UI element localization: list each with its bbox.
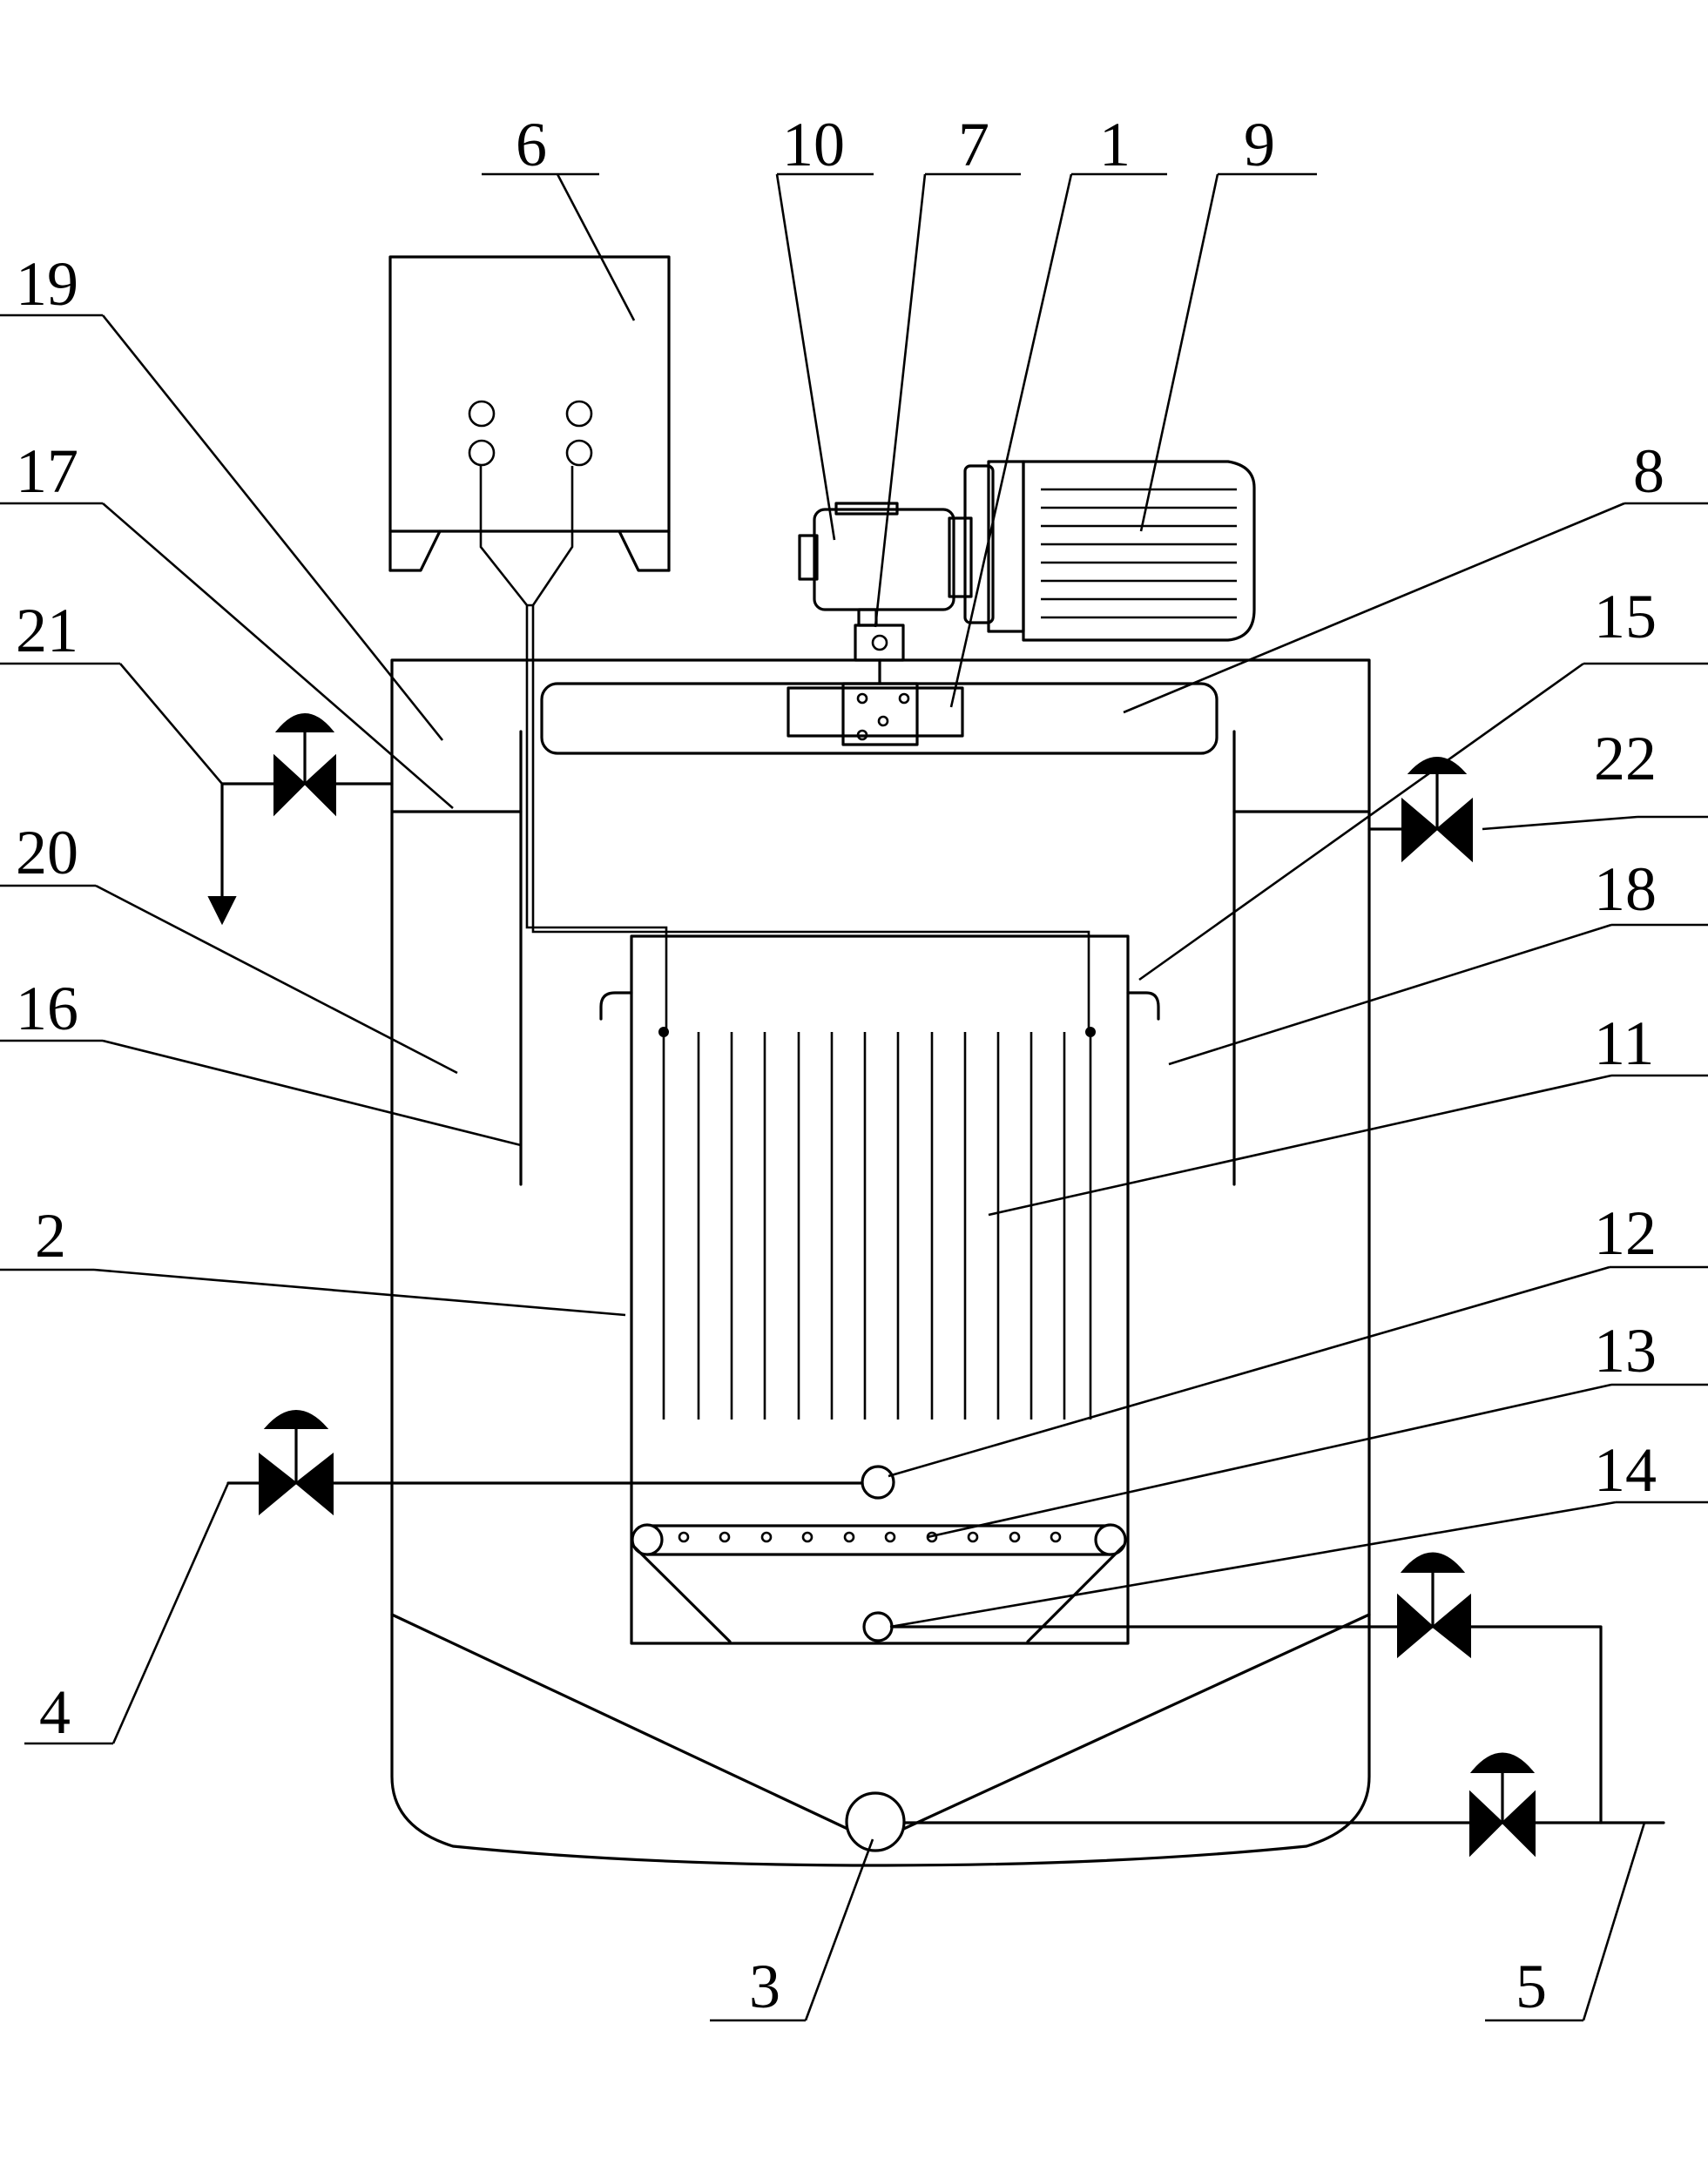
power-leads — [479, 466, 1090, 1032]
label-12: 12 — [1594, 1198, 1657, 1268]
label-14: 14 — [1594, 1435, 1657, 1505]
label-19: 19 — [16, 249, 78, 319]
leader-lines — [0, 172, 1708, 2022]
label-3: 3 — [749, 1952, 780, 2021]
electrode-plates — [658, 1027, 1096, 1420]
label-8: 8 — [1633, 436, 1664, 506]
hook-right — [1126, 991, 1160, 1021]
inner-basket — [630, 934, 1130, 1645]
overflow-valve-left — [207, 713, 394, 926]
shaft-coupling — [854, 608, 905, 685]
label-1: 1 — [1099, 110, 1131, 179]
labels: 6 10 7 1 9 19 17 21 20 16 2 4 8 15 22 18… — [16, 110, 1664, 2021]
label-18: 18 — [1594, 854, 1657, 924]
label-10: 10 — [782, 110, 845, 179]
label-9: 9 — [1244, 110, 1275, 179]
gearbox — [798, 502, 973, 611]
bearing-block — [786, 682, 964, 746]
label-7: 7 — [958, 110, 989, 179]
hook-left — [599, 991, 633, 1021]
conveyor-belt — [631, 1523, 1127, 1643]
air-inlet-valve — [226, 1410, 864, 1516]
label-17: 17 — [16, 436, 78, 506]
bottom-outlet — [845, 1791, 906, 1852]
motor — [963, 460, 1256, 642]
outer-tank — [390, 658, 1371, 1867]
label-21: 21 — [16, 596, 78, 665]
label-6: 6 — [516, 110, 547, 179]
sparger-pipe — [861, 1465, 895, 1500]
overflow-valve-right — [1367, 757, 1473, 863]
discharge-valve-lower — [902, 1752, 1665, 1858]
label-2: 2 — [35, 1201, 66, 1271]
power-supply-box — [388, 255, 671, 572]
weirs — [392, 730, 1369, 1186]
label-13: 13 — [1594, 1316, 1657, 1386]
label-15: 15 — [1594, 582, 1657, 651]
bottom-pipe — [862, 1611, 894, 1642]
label-22: 22 — [1594, 724, 1657, 793]
label-20: 20 — [16, 818, 78, 887]
label-11: 11 — [1594, 1008, 1654, 1078]
discharge-valve-upper — [891, 1552, 1603, 1824]
label-4: 4 — [39, 1677, 71, 1747]
label-5: 5 — [1516, 1952, 1547, 2021]
label-16: 16 — [16, 974, 78, 1043]
